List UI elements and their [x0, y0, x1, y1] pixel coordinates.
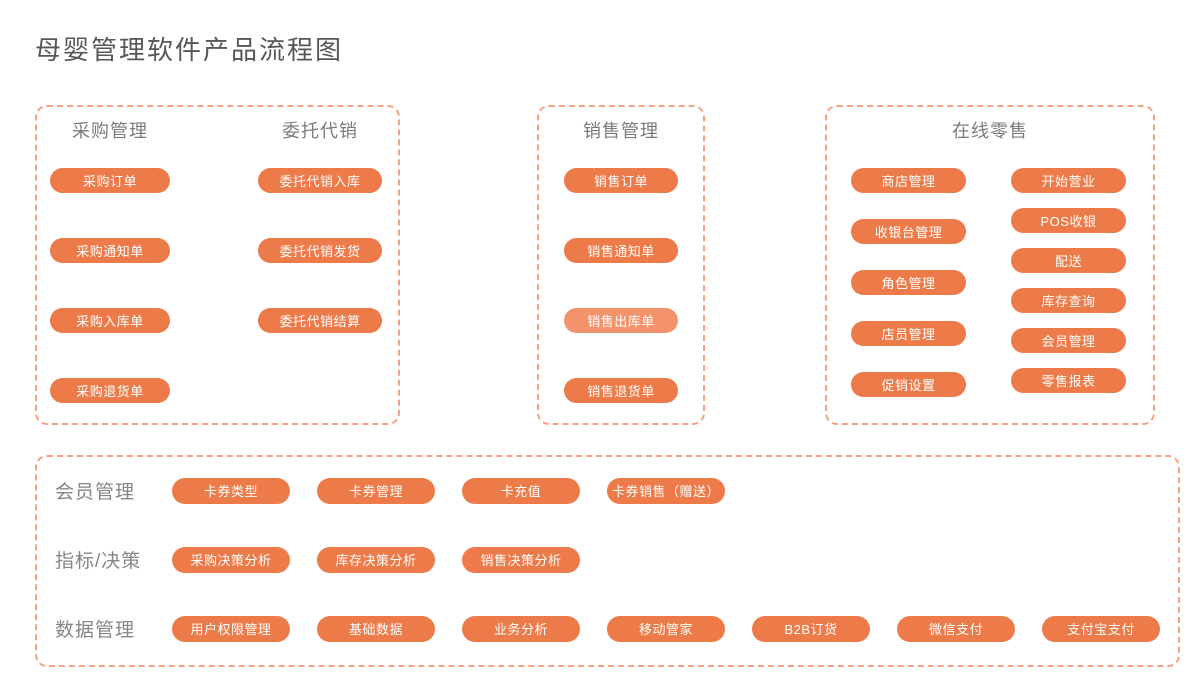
pill-list-consignment: 委托代销入库委托代销发货委托代销结算 [258, 168, 382, 333]
flow-node-pill: 卡券销售（赠送） [607, 477, 725, 504]
column-retail-right: 开始营业 POS收银配送库存查询会员管理零售报表 [1011, 168, 1126, 393]
flow-node-pill: 开始营业 [1011, 168, 1126, 193]
column-consignment: 委托代销 委托代销入库委托代销发货委托代销结算 [258, 120, 382, 333]
flow-node-pill: 支付宝支付 [1042, 615, 1160, 642]
flow-node-pill: 销售出库单 [564, 308, 678, 333]
flow-node-pill: 采购决策分析 [172, 546, 290, 573]
section-heading-retail: 在线零售 [952, 121, 1028, 141]
flow-node-pill: 零售报表 [1011, 368, 1126, 393]
flow-node-pill: 委托代销结算 [258, 308, 382, 333]
box-purchase-consignment: 采购管理 采购订单采购通知单采购入库单采购退货单 委托代销 委托代销入库委托代销… [35, 105, 400, 425]
flow-node-pill: 配送 [1011, 248, 1126, 273]
flow-node-pill: 销售决策分析 [462, 546, 580, 573]
flow-node-pill: 委托代销入库 [258, 168, 382, 193]
flow-node-pill: 移动管家 [607, 615, 725, 642]
column-sales: 销售管理 销售订单销售通知单销售出库单销售退货单 [564, 120, 678, 403]
flow-node-pill: 卡充值 [462, 477, 580, 504]
pill-list-data: 用户权限管理基础数据业务分析移动管家 B2B订货微信支付支付宝支付 [172, 615, 1160, 642]
row-data-management: 数据管理 用户权限管理基础数据业务分析移动管家 B2B订货微信支付支付宝支付 [55, 615, 1178, 642]
box-online-retail: 在线零售 商店管理收银台管理角色管理店员管理促销设置 开始营业 POS收银配送库存… [825, 105, 1155, 425]
row-decision: 指标/决策 采购决策分析库存决策分析销售决策分析 [55, 546, 1178, 573]
section-heading-purchase: 采购管理 [72, 121, 148, 141]
flow-node-pill: 角色管理 [851, 270, 966, 295]
section-heading-sales: 销售管理 [583, 121, 659, 141]
column-purchase-management: 采购管理 采购订单采购通知单采购入库单采购退货单 [50, 120, 170, 403]
flow-node-pill: B2B订货 [752, 615, 870, 642]
pill-list-member: 卡券类型卡券管理卡充值卡券销售（赠送） [172, 477, 725, 504]
page-title: 母婴管理软件产品流程图 [35, 35, 344, 65]
row-label-member: 会员管理 [55, 482, 136, 503]
row-label-data: 数据管理 [55, 620, 136, 641]
flow-node-pill: 业务分析 [462, 615, 580, 642]
flow-node-pill: 采购入库单 [50, 308, 170, 333]
pill-list-sales: 销售订单销售通知单销售出库单销售退货单 [564, 168, 678, 403]
pill-list-retail-left: 商店管理收银台管理角色管理店员管理促销设置 [851, 168, 966, 397]
pill-list-decision: 采购决策分析库存决策分析销售决策分析 [172, 546, 580, 573]
flow-node-pill: 卡券管理 [317, 477, 435, 504]
box-sales-management: 销售管理 销售订单销售通知单销售出库单销售退货单 [537, 105, 705, 425]
flow-node-pill: 基础数据 [317, 615, 435, 642]
flow-node-pill: 会员管理 [1011, 328, 1126, 353]
row-member-management: 会员管理 卡券类型卡券管理卡充值卡券销售（赠送） [55, 477, 1178, 504]
flow-node-pill: 收银台管理 [851, 219, 966, 244]
flow-node-pill: 采购订单 [50, 168, 170, 193]
box-bottom-panel: 会员管理 卡券类型卡券管理卡充值卡券销售（赠送） 指标/决策 采购决策分析库存决… [35, 455, 1180, 667]
flow-node-pill: 委托代销发货 [258, 238, 382, 263]
flow-node-pill: 店员管理 [851, 321, 966, 346]
flow-node-pill: 微信支付 [897, 615, 1015, 642]
flow-node-pill: 销售退货单 [564, 378, 678, 403]
pill-list-retail-right: 开始营业 POS收银配送库存查询会员管理零售报表 [1011, 168, 1126, 393]
flow-node-pill: 库存查询 [1011, 288, 1126, 313]
flow-node-pill: 采购通知单 [50, 238, 170, 263]
section-heading-consignment: 委托代销 [282, 121, 358, 141]
flow-node-pill: 促销设置 [851, 372, 966, 397]
flow-node-pill: 用户权限管理 [172, 615, 290, 642]
flow-node-pill: 库存决策分析 [317, 546, 435, 573]
column-retail-left: 商店管理收银台管理角色管理店员管理促销设置 [851, 168, 966, 397]
row-label-decision: 指标/决策 [55, 551, 142, 572]
pill-list-purchase: 采购订单采购通知单采购入库单采购退货单 [50, 168, 170, 403]
flow-node-pill: 商店管理 [851, 168, 966, 193]
flow-node-pill: 销售通知单 [564, 238, 678, 263]
flow-node-pill: 卡券类型 [172, 477, 290, 504]
flow-node-pill: 采购退货单 [50, 378, 170, 403]
flow-node-pill: POS收银 [1011, 208, 1126, 233]
flow-node-pill: 销售订单 [564, 168, 678, 193]
